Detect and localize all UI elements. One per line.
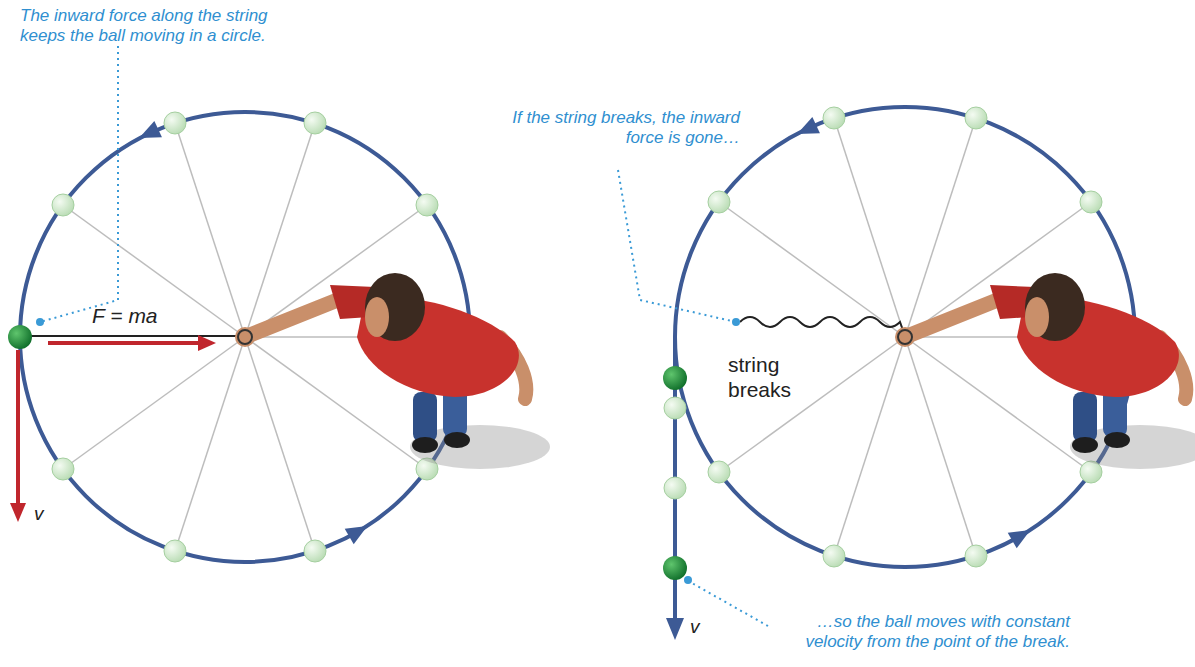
person xyxy=(895,273,1195,469)
force-arrow-head xyxy=(198,335,216,351)
velocity-arrow-head xyxy=(10,503,26,522)
velocity-arrow-head xyxy=(666,618,684,640)
force-arrow xyxy=(48,341,200,345)
direction-arrow xyxy=(1008,522,1035,548)
person xyxy=(235,273,550,469)
leader-line xyxy=(40,46,118,322)
velocity-arrow xyxy=(16,350,20,505)
velocity-label: v xyxy=(690,616,720,639)
leader-line xyxy=(618,170,736,322)
leader-dot xyxy=(36,318,44,326)
leader-dot xyxy=(684,576,692,584)
break-label: string breaks xyxy=(728,352,828,402)
callout-note: …so the ball moves with constant velocit… xyxy=(770,612,1070,653)
ball xyxy=(663,556,687,580)
ball xyxy=(663,366,687,390)
direction-arrow xyxy=(793,117,820,142)
callout-note: If the string breaks, the inward force i… xyxy=(470,108,740,149)
force-label: F = ma xyxy=(92,303,212,328)
direction-arrow xyxy=(135,121,162,146)
broken-string xyxy=(740,317,905,336)
ball xyxy=(8,325,32,349)
direction-arrow xyxy=(345,518,372,544)
leader-line xyxy=(690,582,768,626)
callout-note: The inward force along the string keeps … xyxy=(20,6,300,47)
velocity-label: v xyxy=(34,503,64,526)
string xyxy=(20,335,245,337)
leader-dot xyxy=(732,318,740,326)
